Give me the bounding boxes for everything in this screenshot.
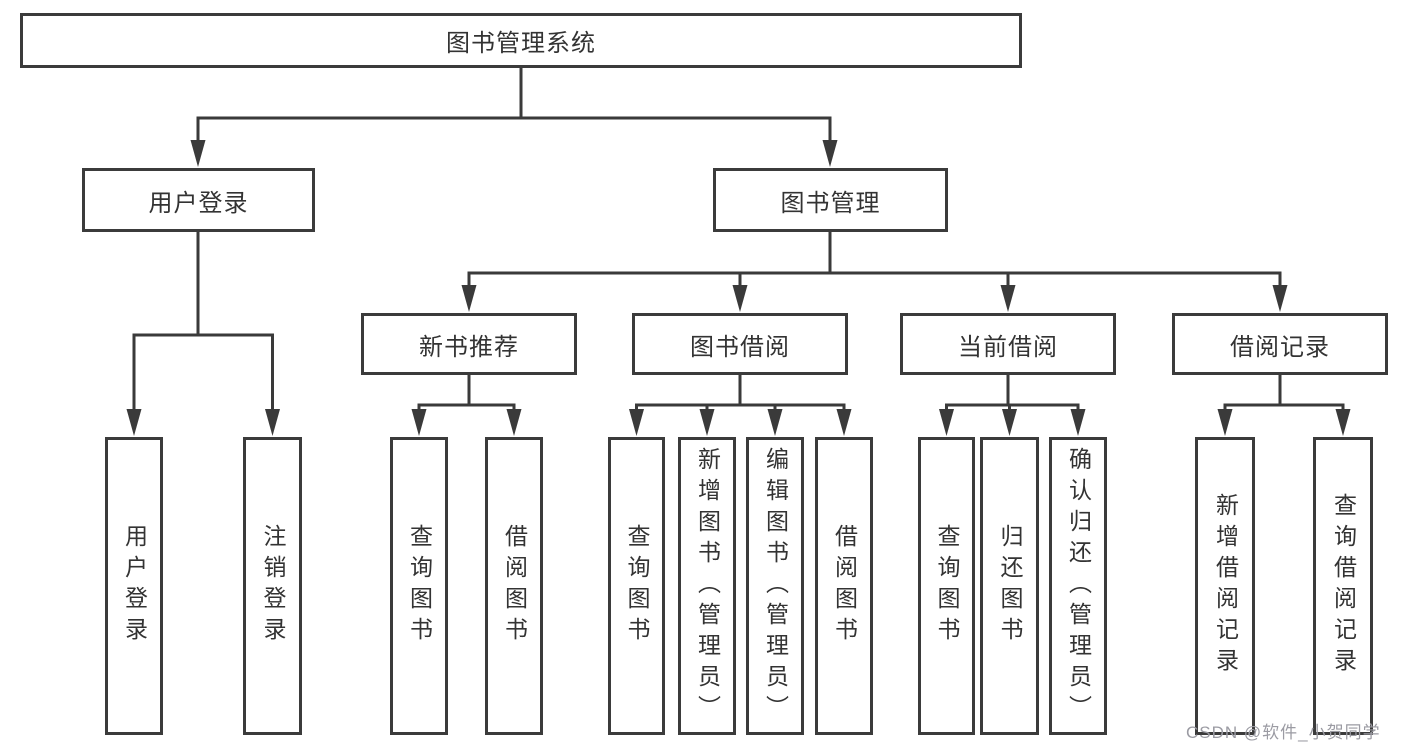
leaf-borrow-books-borrow: 借阅图书 — [815, 437, 873, 735]
connector-newbook-to-leaves — [417, 375, 516, 412]
leaf-borrow-books-recommend: 借阅图书 — [485, 437, 543, 735]
leaf-query-books-borrow-label: 查询图书 — [624, 524, 650, 648]
leaf-query-books-current-label: 查询图书 — [934, 524, 960, 648]
leaf-confirm-return-admin-label: 确认归还（管理员） — [1065, 446, 1092, 726]
leaf-add-book-admin-label: 新增图书（管理员） — [694, 446, 721, 726]
leaf-query-books-recommend-label: 查询图书 — [406, 524, 433, 648]
connector-currentborrow-to-leaves — [945, 375, 1080, 412]
leaf-borrow-books-recommend-label: 借阅图书 — [501, 524, 528, 648]
node-book-borrow-label: 图书借阅 — [690, 333, 790, 361]
leaf-logout-label: 注销登录 — [260, 524, 286, 648]
leaf-query-borrow-record-label: 查询借阅记录 — [1330, 493, 1357, 679]
node-library-system-label: 图书管理系统 — [446, 30, 596, 57]
leaf-logout: 注销登录 — [243, 437, 302, 735]
node-new-book-recommend: 新书推荐 — [361, 313, 577, 375]
leaf-add-borrow-record: 新增借阅记录 — [1195, 437, 1255, 735]
csdn-watermark: CSDN @软件_小贺同学 — [1186, 723, 1381, 742]
connector-root-to-level2 — [196, 68, 832, 146]
leaf-edit-book-admin: 编辑图书（管理员） — [746, 437, 804, 735]
node-user-login: 用户登录 — [82, 168, 315, 232]
leaf-query-books-current: 查询图书 — [918, 437, 975, 735]
leaf-query-books-recommend: 查询图书 — [390, 437, 448, 735]
leaf-return-book-label: 归还图书 — [997, 524, 1023, 648]
leaf-borrow-books-borrow-label: 借阅图书 — [831, 524, 858, 648]
node-current-borrow: 当前借阅 — [900, 313, 1116, 375]
node-current-borrow-label: 当前借阅 — [958, 333, 1058, 361]
leaf-query-borrow-record: 查询借阅记录 — [1313, 437, 1373, 735]
connector-userlogin-to-leaves — [132, 232, 274, 412]
arrowheads — [126, 140, 1351, 436]
connector-bookmgmt-to-level3 — [467, 232, 1282, 290]
leaf-user-login: 用户登录 — [105, 437, 163, 735]
leaf-return-book: 归还图书 — [980, 437, 1039, 735]
leaf-add-borrow-record-label: 新增借阅记录 — [1212, 493, 1239, 679]
leaf-user-login-label: 用户登录 — [121, 524, 148, 648]
leaf-edit-book-admin-label: 编辑图书（管理员） — [762, 446, 789, 726]
leaf-confirm-return-admin: 确认归还（管理员） — [1049, 437, 1107, 735]
leaf-add-book-admin: 新增图书（管理员） — [678, 437, 736, 735]
node-user-login-label: 用户登录 — [148, 189, 249, 217]
node-book-management-label: 图书管理 — [780, 189, 881, 217]
connector-borrowrecord-to-leaves — [1223, 375, 1345, 412]
node-new-book-recommend-label: 新书推荐 — [419, 333, 519, 361]
node-borrow-record-label: 借阅记录 — [1230, 333, 1330, 361]
node-library-system: 图书管理系统 — [20, 13, 1022, 68]
node-borrow-record: 借阅记录 — [1172, 313, 1388, 375]
node-book-management: 图书管理 — [713, 168, 948, 232]
node-book-borrow: 图书借阅 — [632, 313, 848, 375]
connector-bookborrow-to-leaves — [635, 375, 846, 412]
leaf-query-books-borrow: 查询图书 — [608, 437, 665, 735]
